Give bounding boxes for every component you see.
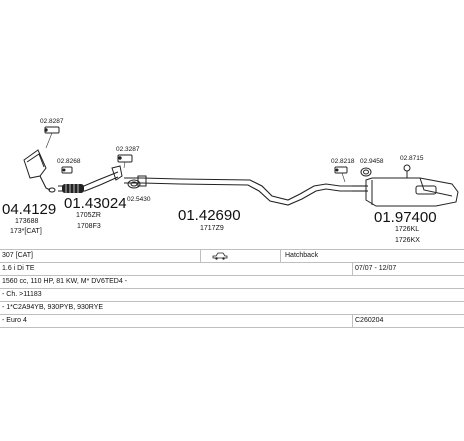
model-text: 307 [CAT] — [2, 252, 33, 259]
info-row-engine: 1.6 i Di TE 07/07 - 12/07 — [0, 263, 464, 276]
catalyst-ref-1: 173688 — [15, 218, 38, 225]
fitting-label-6: 02.9458 — [360, 158, 384, 165]
clamp-icon-1 — [44, 126, 60, 134]
ch-text: - Ch. >11183 — [2, 291, 42, 298]
vehicle-info-table: 307 [CAT] Hatchback 1.6 i Di TE 07/07 - … — [0, 249, 464, 328]
exhaust-parts-diagram: 02.8287 04.4129 173688 173*[CAT] 02.8268… — [2, 118, 459, 244]
clamp-icon-2 — [61, 166, 73, 174]
info-row-ch: - Ch. >11183 — [0, 289, 464, 302]
car-icon — [212, 252, 228, 260]
gasket-icon-4 — [127, 179, 141, 189]
rear-silencer-ref-2: 1726KX — [395, 237, 420, 244]
emission-text: - Euro 4 — [2, 317, 27, 324]
fitting-label-5: 02.8218 — [331, 158, 355, 165]
front-pipe-ref-2: 1708F3 — [77, 223, 101, 230]
body-text: Hatchback — [285, 252, 319, 259]
clamp-icon-3 — [117, 154, 133, 163]
info-row-model: 307 [CAT] Hatchback — [0, 249, 464, 263]
info-row-spec: 1560 cc, 110 HP, 81 KW, M* DV6TED4 - — [0, 276, 464, 289]
hanger-icon-7 — [403, 164, 411, 178]
rear-silencer-icon — [352, 177, 459, 207]
info-row-emission: - Euro 4 C260204 — [0, 315, 464, 328]
front-pipe-icon — [58, 165, 123, 193]
centre-pipe-ref: 1717Z9 — [200, 225, 224, 232]
catalyst-ref-2: 173*[CAT] — [10, 228, 42, 235]
centre-pipe-icon — [124, 175, 352, 206]
rear-silencer-ref-1: 1726KL — [395, 226, 419, 233]
fitting-label-3: 02.3287 — [116, 146, 140, 153]
codes-text: - 1*C2A94YB, 930PYB, 930RYE — [2, 304, 104, 311]
catalyst-part-number: 04.4129 — [2, 201, 56, 218]
centre-pipe-part-number: 01.42690 — [178, 207, 241, 224]
fitting-label-1: 02.8287 — [40, 118, 64, 125]
front-pipe-ref-1: 1705ZR — [76, 212, 101, 219]
engine-text: 1.6 i Di TE — [2, 265, 35, 272]
fitting-label-2: 02.8268 — [57, 158, 81, 165]
rear-silencer-part-number: 01.97400 — [374, 209, 437, 226]
code-text: C260204 — [355, 317, 384, 324]
clamp-icon-5 — [334, 166, 348, 174]
date-range-text: 07/07 - 12/07 — [355, 265, 397, 272]
catalyst-icon — [23, 149, 56, 193]
gasket-icon-6 — [360, 167, 372, 177]
spec-text: 1560 cc, 110 HP, 81 KW, M* DV6TED4 - — [2, 278, 128, 285]
fitting-label-4: 02.5430 — [127, 196, 151, 203]
info-row-codes: - 1*C2A94YB, 930PYB, 930RYE — [0, 302, 464, 315]
fitting-label-7: 02.8715 — [400, 155, 424, 162]
front-pipe-part-number: 01.43024 — [64, 195, 127, 212]
